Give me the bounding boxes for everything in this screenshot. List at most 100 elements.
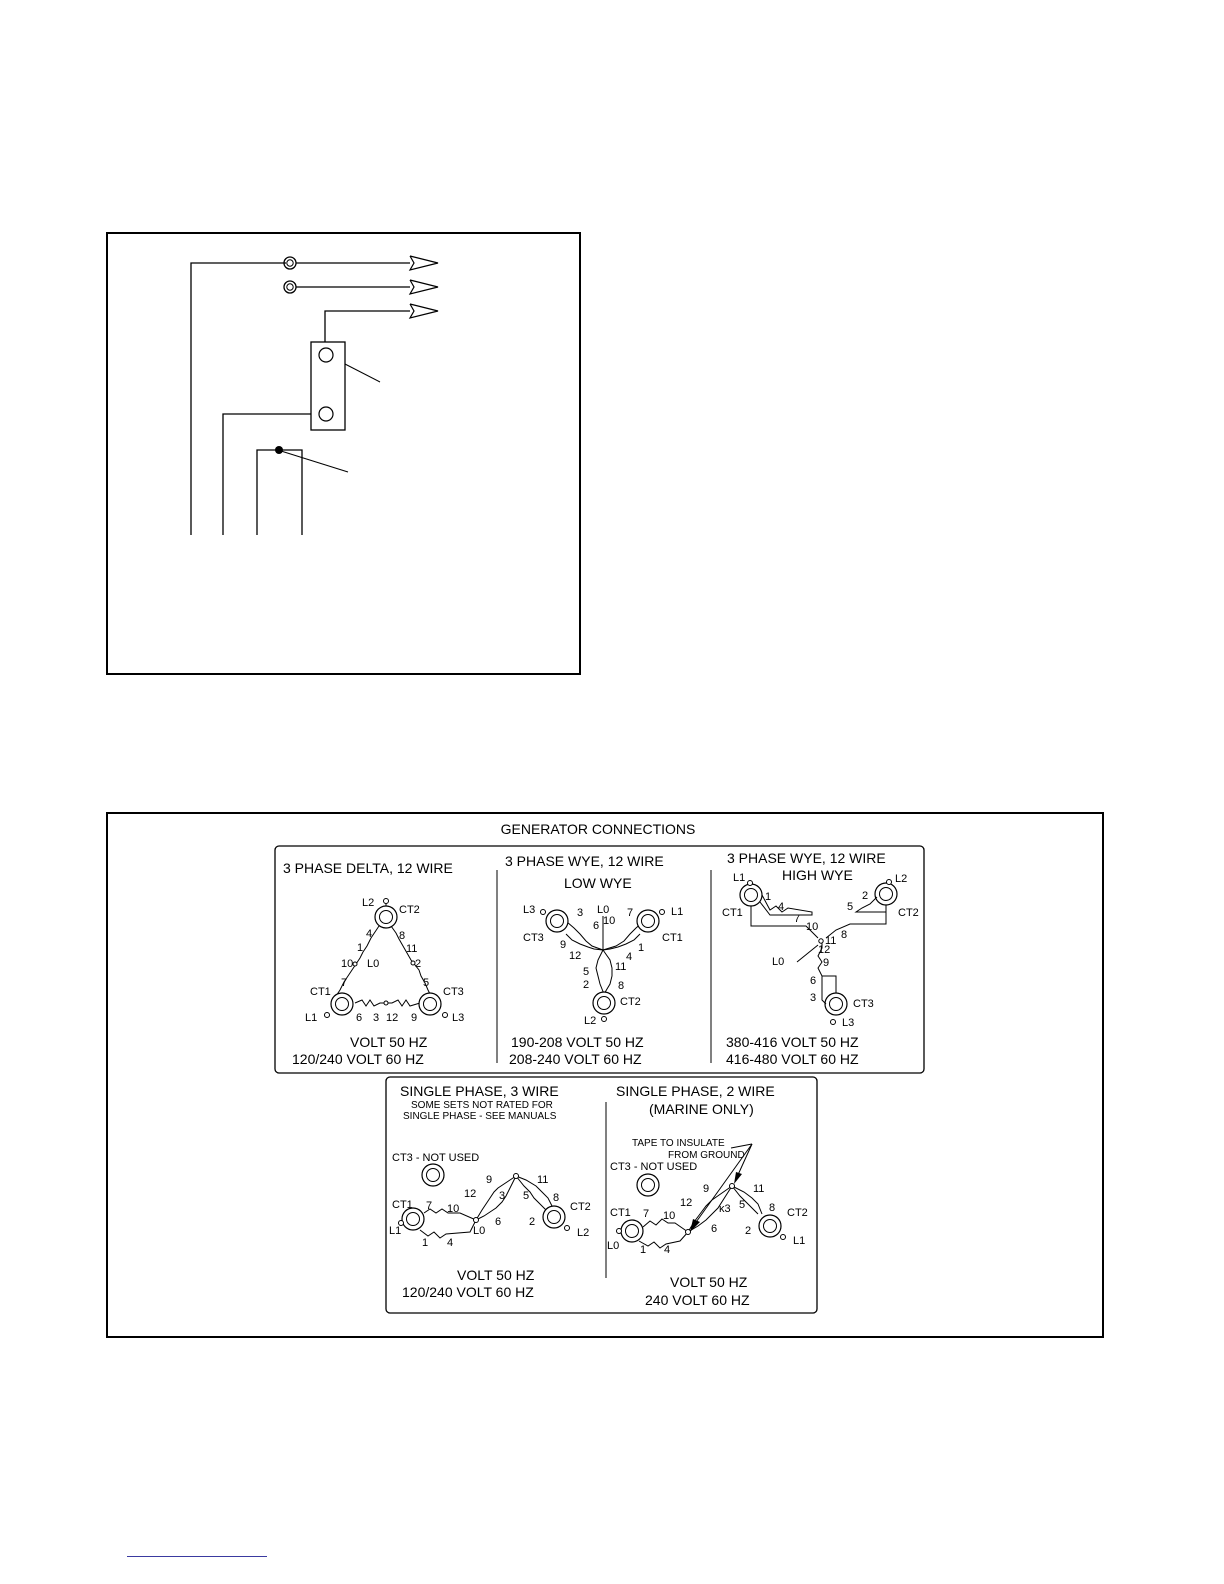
svg-text:L0: L0 xyxy=(772,956,784,968)
svg-text:2: 2 xyxy=(415,958,421,970)
ct2-terminal-icon xyxy=(542,1205,566,1229)
high-wye-title: 3 PHASE WYE, 12 WIRE xyxy=(727,850,886,866)
low-wye-diagram: 3 PHASE WYE, 12 WIRE LOW WYE L0 L3 L1 CT… xyxy=(505,853,683,1067)
svg-text:7: 7 xyxy=(794,913,800,925)
svg-text:L2: L2 xyxy=(362,897,374,909)
generator-connections-figure: GENERATOR CONNECTIONS 3 PHASE DELTA, 12 … xyxy=(106,812,1104,1338)
ct3-terminal-icon xyxy=(636,1173,660,1197)
delta-volt-60: 120/240 VOLT 60 HZ xyxy=(292,1051,424,1067)
ct1-terminal-icon xyxy=(330,992,354,1016)
svg-text:4: 4 xyxy=(778,901,784,913)
ct2-terminal-icon xyxy=(592,991,616,1015)
svg-text:6: 6 xyxy=(711,1223,717,1235)
ct1-terminal-icon xyxy=(620,1219,644,1243)
svg-text:4: 4 xyxy=(626,951,632,963)
single-phase-3-wire-diagram: SINGLE PHASE, 3 WIRE SOME SETS NOT RATED… xyxy=(389,1083,591,1300)
svg-text:5: 5 xyxy=(739,1199,745,1211)
svg-text:8: 8 xyxy=(618,980,624,992)
svg-text:12: 12 xyxy=(386,1012,398,1024)
generator-connections-frame xyxy=(106,812,1104,1338)
single3-volt-50: VOLT 50 HZ xyxy=(457,1267,535,1283)
svg-text:11: 11 xyxy=(406,943,417,955)
svg-text:12: 12 xyxy=(464,1188,476,1200)
leader-line xyxy=(280,450,349,473)
svg-text:L3: L3 xyxy=(842,1017,854,1029)
single2-volt-50: VOLT 50 HZ xyxy=(670,1274,748,1290)
svg-text:3: 3 xyxy=(577,907,583,919)
low-wye-title: 3 PHASE WYE, 12 WIRE xyxy=(505,853,664,869)
ct3-terminal-icon xyxy=(418,992,442,1016)
svg-text:2: 2 xyxy=(745,1225,751,1237)
ct1-terminal-icon xyxy=(636,909,660,933)
ct3-terminal-icon xyxy=(545,909,569,933)
svg-text:TAPE TO INSULATE: TAPE TO INSULATE xyxy=(632,1138,725,1149)
svg-text:12: 12 xyxy=(818,944,830,956)
svg-text:7: 7 xyxy=(627,907,633,919)
svg-text:1: 1 xyxy=(422,1237,428,1249)
single-phase-panel xyxy=(385,1076,818,1314)
high-wye-diagram: 3 PHASE WYE, 12 WIRE HIGH WYE L1 L2 CT1 … xyxy=(722,850,919,1067)
svg-text:5: 5 xyxy=(523,1190,529,1202)
svg-text:L2: L2 xyxy=(584,1015,596,1027)
svg-text:CT3: CT3 xyxy=(443,986,464,998)
high-wye-volt-60: 416-480 VOLT 60 HZ xyxy=(726,1051,859,1067)
svg-text:1: 1 xyxy=(765,891,771,903)
svg-text:L1: L1 xyxy=(305,1012,317,1024)
terminal-b-icon xyxy=(283,280,297,294)
svg-text:11: 11 xyxy=(753,1183,764,1195)
svg-text:3: 3 xyxy=(499,1190,505,1202)
footer-rule xyxy=(127,1556,267,1557)
terminal-block xyxy=(310,341,346,431)
high-wye-volt-50: 380-416 VOLT 50 HZ xyxy=(726,1034,859,1050)
svg-text:L2: L2 xyxy=(577,1227,589,1239)
ct3-terminal-icon xyxy=(824,992,848,1016)
svg-text:6: 6 xyxy=(495,1216,501,1228)
single3-title: SINGLE PHASE, 3 WIRE xyxy=(400,1083,559,1099)
svg-text:8: 8 xyxy=(841,929,847,941)
svg-text:L1: L1 xyxy=(793,1235,805,1247)
single3-volt-60: 120/240 VOLT 60 HZ xyxy=(402,1284,534,1300)
generator-connections-title: GENERATOR CONNECTIONS xyxy=(501,821,696,837)
ct1-terminal-icon xyxy=(401,1207,425,1231)
svg-text:7: 7 xyxy=(426,1200,432,1212)
svg-text:5: 5 xyxy=(847,901,853,913)
svg-text:L1: L1 xyxy=(733,872,745,884)
svg-text:5: 5 xyxy=(423,977,429,989)
svg-text:7: 7 xyxy=(643,1208,649,1220)
svg-text:CT3: CT3 xyxy=(853,998,874,1010)
single2-volt-60: 240 VOLT 60 HZ xyxy=(645,1292,750,1308)
svg-text:L3: L3 xyxy=(452,1012,464,1024)
top-schematic xyxy=(106,232,581,675)
svg-text:SOME SETS NOT RATED FOR: SOME SETS NOT RATED FOR xyxy=(411,1100,553,1111)
svg-text:9: 9 xyxy=(560,939,566,951)
svg-text:9: 9 xyxy=(411,1012,417,1024)
svg-text:1: 1 xyxy=(638,942,644,954)
svg-text:8: 8 xyxy=(399,930,405,942)
svg-text:9: 9 xyxy=(823,957,829,969)
svg-text:7: 7 xyxy=(341,977,347,989)
ct1-terminal-icon xyxy=(739,883,763,907)
svg-text:CT1: CT1 xyxy=(610,1207,631,1219)
svg-text:L2: L2 xyxy=(895,873,907,885)
svg-text:12: 12 xyxy=(680,1197,692,1209)
svg-text:10: 10 xyxy=(806,921,818,933)
svg-text:1: 1 xyxy=(640,1244,646,1256)
svg-text:3: 3 xyxy=(810,992,816,1004)
svg-text:4: 4 xyxy=(447,1237,453,1249)
arrow-icon xyxy=(734,1172,742,1184)
svg-text:L0: L0 xyxy=(597,904,609,916)
low-wye-subtitle: LOW WYE xyxy=(564,875,632,891)
svg-text:12: 12 xyxy=(569,950,581,962)
svg-text:CT1: CT1 xyxy=(722,907,743,919)
svg-text:CT2: CT2 xyxy=(787,1207,808,1219)
svg-text:L0: L0 xyxy=(473,1225,485,1237)
low-wye-volt-60: 208-240 VOLT 60 HZ xyxy=(509,1051,642,1067)
ct2-terminal-icon xyxy=(874,882,898,906)
svg-text:2: 2 xyxy=(862,890,868,902)
svg-text:3: 3 xyxy=(373,1012,379,1024)
svg-text:6: 6 xyxy=(593,920,599,932)
svg-text:CT2: CT2 xyxy=(898,907,919,919)
svg-text:CT2: CT2 xyxy=(399,904,420,916)
svg-text:4: 4 xyxy=(366,928,372,940)
single2-title: SINGLE PHASE, 2 WIRE xyxy=(616,1083,775,1099)
